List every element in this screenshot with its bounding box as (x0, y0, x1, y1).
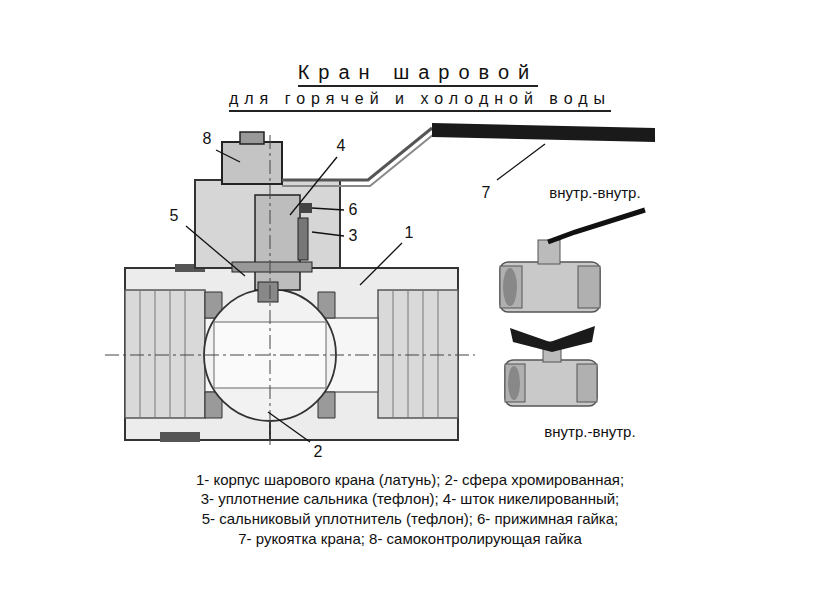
callout-number: 5 (168, 207, 181, 225)
connection-type: внутр.-внутр. (544, 423, 635, 440)
nut (222, 142, 282, 184)
subtitle: для горячей и холодной воды (229, 90, 611, 111)
valve-photo-lever (500, 210, 645, 312)
callout-number: 6 (347, 201, 360, 219)
callout-number: 3 (347, 227, 360, 245)
parts-list-line: 3- уплотнение сальника (тефлон); 4- шток… (201, 490, 620, 507)
connection-type: внутр.-внутр. (549, 184, 640, 201)
title: Кран шаровой (298, 61, 539, 87)
callout-number: 7 (480, 184, 493, 202)
callout-number: 2 (312, 443, 325, 461)
callout-number: 4 (335, 137, 348, 155)
parts-list-line: 5- сальниковый уплотнитель (тефлон); 6- … (202, 510, 619, 527)
valve-photo-butterfly (505, 326, 597, 406)
leader-lines (186, 144, 545, 442)
parts-list-line: 7- рукоятка крана; 8- самоконтролирующая… (238, 530, 582, 547)
handle-grip (432, 123, 655, 142)
parts-list-line: 1- корпус шарового крана (латунь); 2- сф… (196, 471, 624, 488)
stem (255, 195, 300, 290)
callout-number: 1 (403, 224, 416, 242)
callout-number: 8 (201, 130, 214, 148)
